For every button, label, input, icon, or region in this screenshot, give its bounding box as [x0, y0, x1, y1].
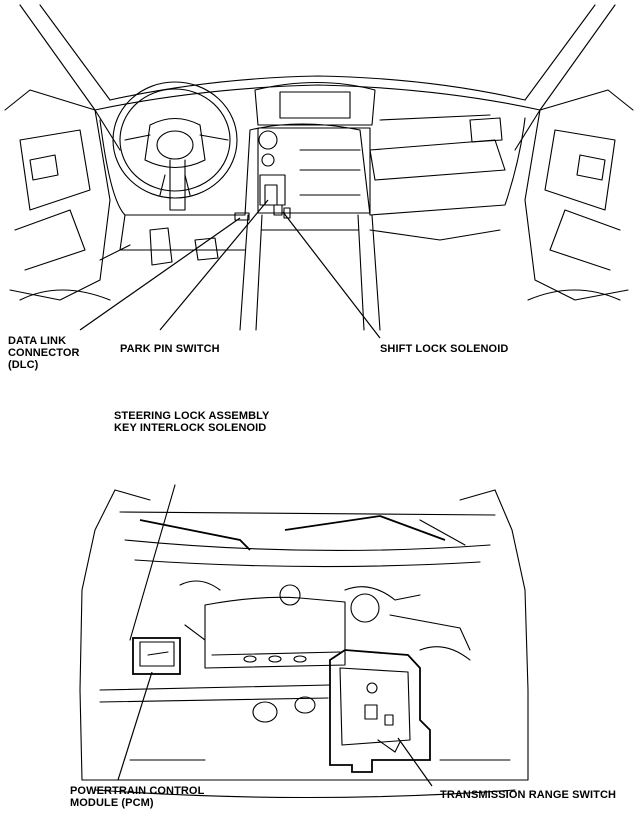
pcm-leader [117, 671, 153, 781]
engine-leader-lines [117, 671, 433, 787]
steering-lock-label-line1: STEERING LOCK ASSEMBLY [114, 410, 270, 422]
pcm-label-line2: MODULE (PCM) [70, 797, 154, 809]
dlc-leader [79, 217, 241, 331]
dlc-label-line3: (DLC) [8, 359, 39, 371]
dlc-label: DATA LINK CONNECTOR (DLC) [8, 335, 80, 371]
pcm-label: POWERTRAIN CONTROL MODULE (PCM) [70, 785, 204, 809]
engine-bay-illustration [79, 484, 529, 799]
shift-lock-solenoid-label: SHIFT LOCK SOLENOID [380, 343, 509, 355]
transmission-range-leader [397, 737, 433, 787]
shift-lock-leader [282, 211, 381, 339]
park-pin-switch-label: PARK PIN SWITCH [120, 343, 220, 355]
pcm-label-line1: POWERTRAIN CONTROL [70, 785, 205, 797]
dlc-label-line1: DATA LINK [8, 335, 67, 347]
interior-leader-lines [79, 199, 381, 339]
transmission-range-switch-label: TRANSMISSION RANGE SWITCH [440, 789, 617, 801]
dashboard-illustration [4, 4, 634, 331]
park-pin-leader [159, 199, 269, 331]
dlc-label-line2: CONNECTOR [8, 347, 80, 359]
steering-lock-label-line2: KEY INTERLOCK SOLENOID [114, 422, 267, 434]
steering-lock-label: STEERING LOCK ASSEMBLY KEY INTERLOCK SOL… [114, 410, 269, 434]
